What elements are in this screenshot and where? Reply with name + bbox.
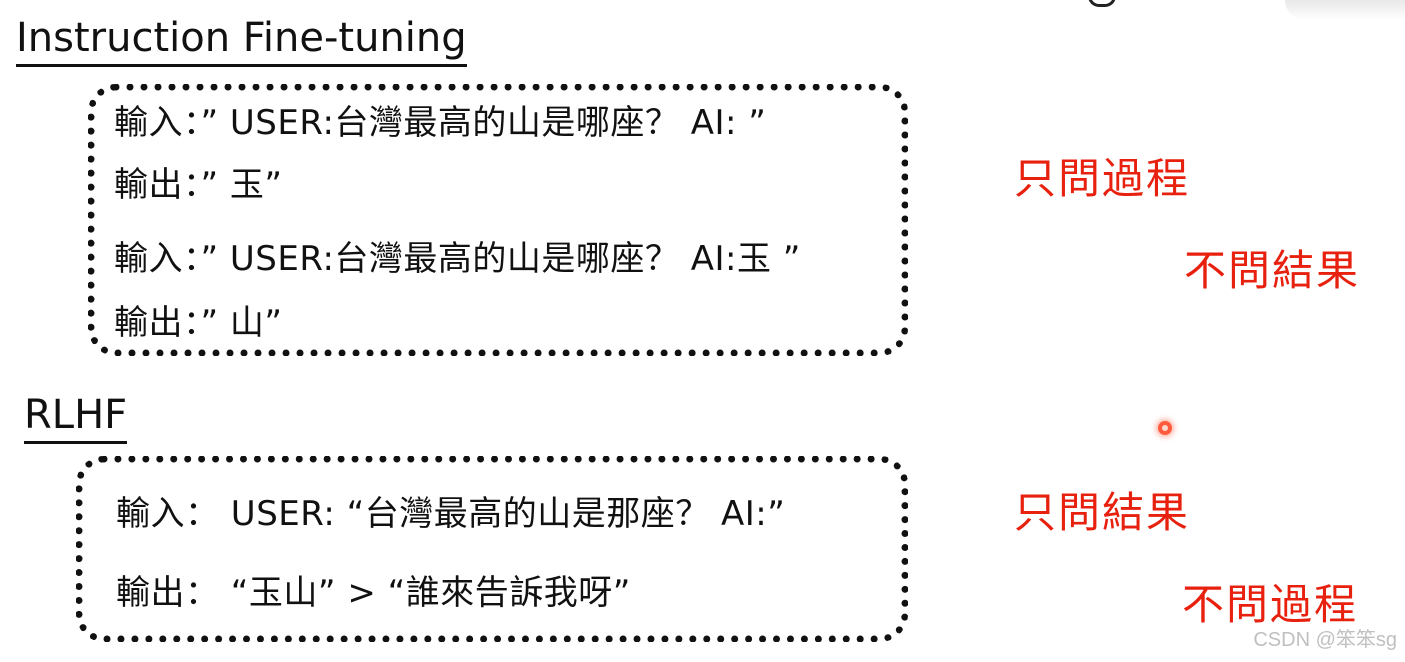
rlhf-output-line: 輸出： “玉山” > “誰來告訴我呀”: [116, 573, 631, 613]
annotation-no-result: 不問結果: [1184, 246, 1361, 295]
cropped-glyph-mark: [1088, 0, 1116, 7]
laser-pointer-dot: [1158, 421, 1172, 435]
rlhf-title: RLHF: [24, 395, 128, 444]
rlhf-box: [76, 456, 908, 642]
ift-input-line-1: 輸入：” USER:台灣最高的山是哪座？ AI: ”: [114, 103, 767, 143]
instruction-finetuning-box: [88, 84, 908, 356]
rlhf-input-line: 輸入： USER: “台灣最高的山是那座？ AI:”: [116, 494, 786, 534]
annotation-only-result: 只問結果: [1014, 488, 1191, 537]
annotation-only-process: 只問過程: [1014, 154, 1191, 203]
corner-shade: [1285, 0, 1405, 20]
csdn-watermark: CSDN @笨笨sg: [1253, 629, 1397, 651]
ift-output-line-1: 輸出：” 玉”: [114, 165, 283, 205]
ift-input-line-2: 輸入：” USER:台灣最高的山是哪座？ AI:玉 ”: [114, 239, 801, 279]
ift-output-line-2: 輸出：” 山”: [114, 303, 283, 343]
annotation-no-process: 不問過程: [1182, 580, 1359, 629]
instruction-finetuning-title: Instruction Fine-tuning: [16, 18, 467, 67]
